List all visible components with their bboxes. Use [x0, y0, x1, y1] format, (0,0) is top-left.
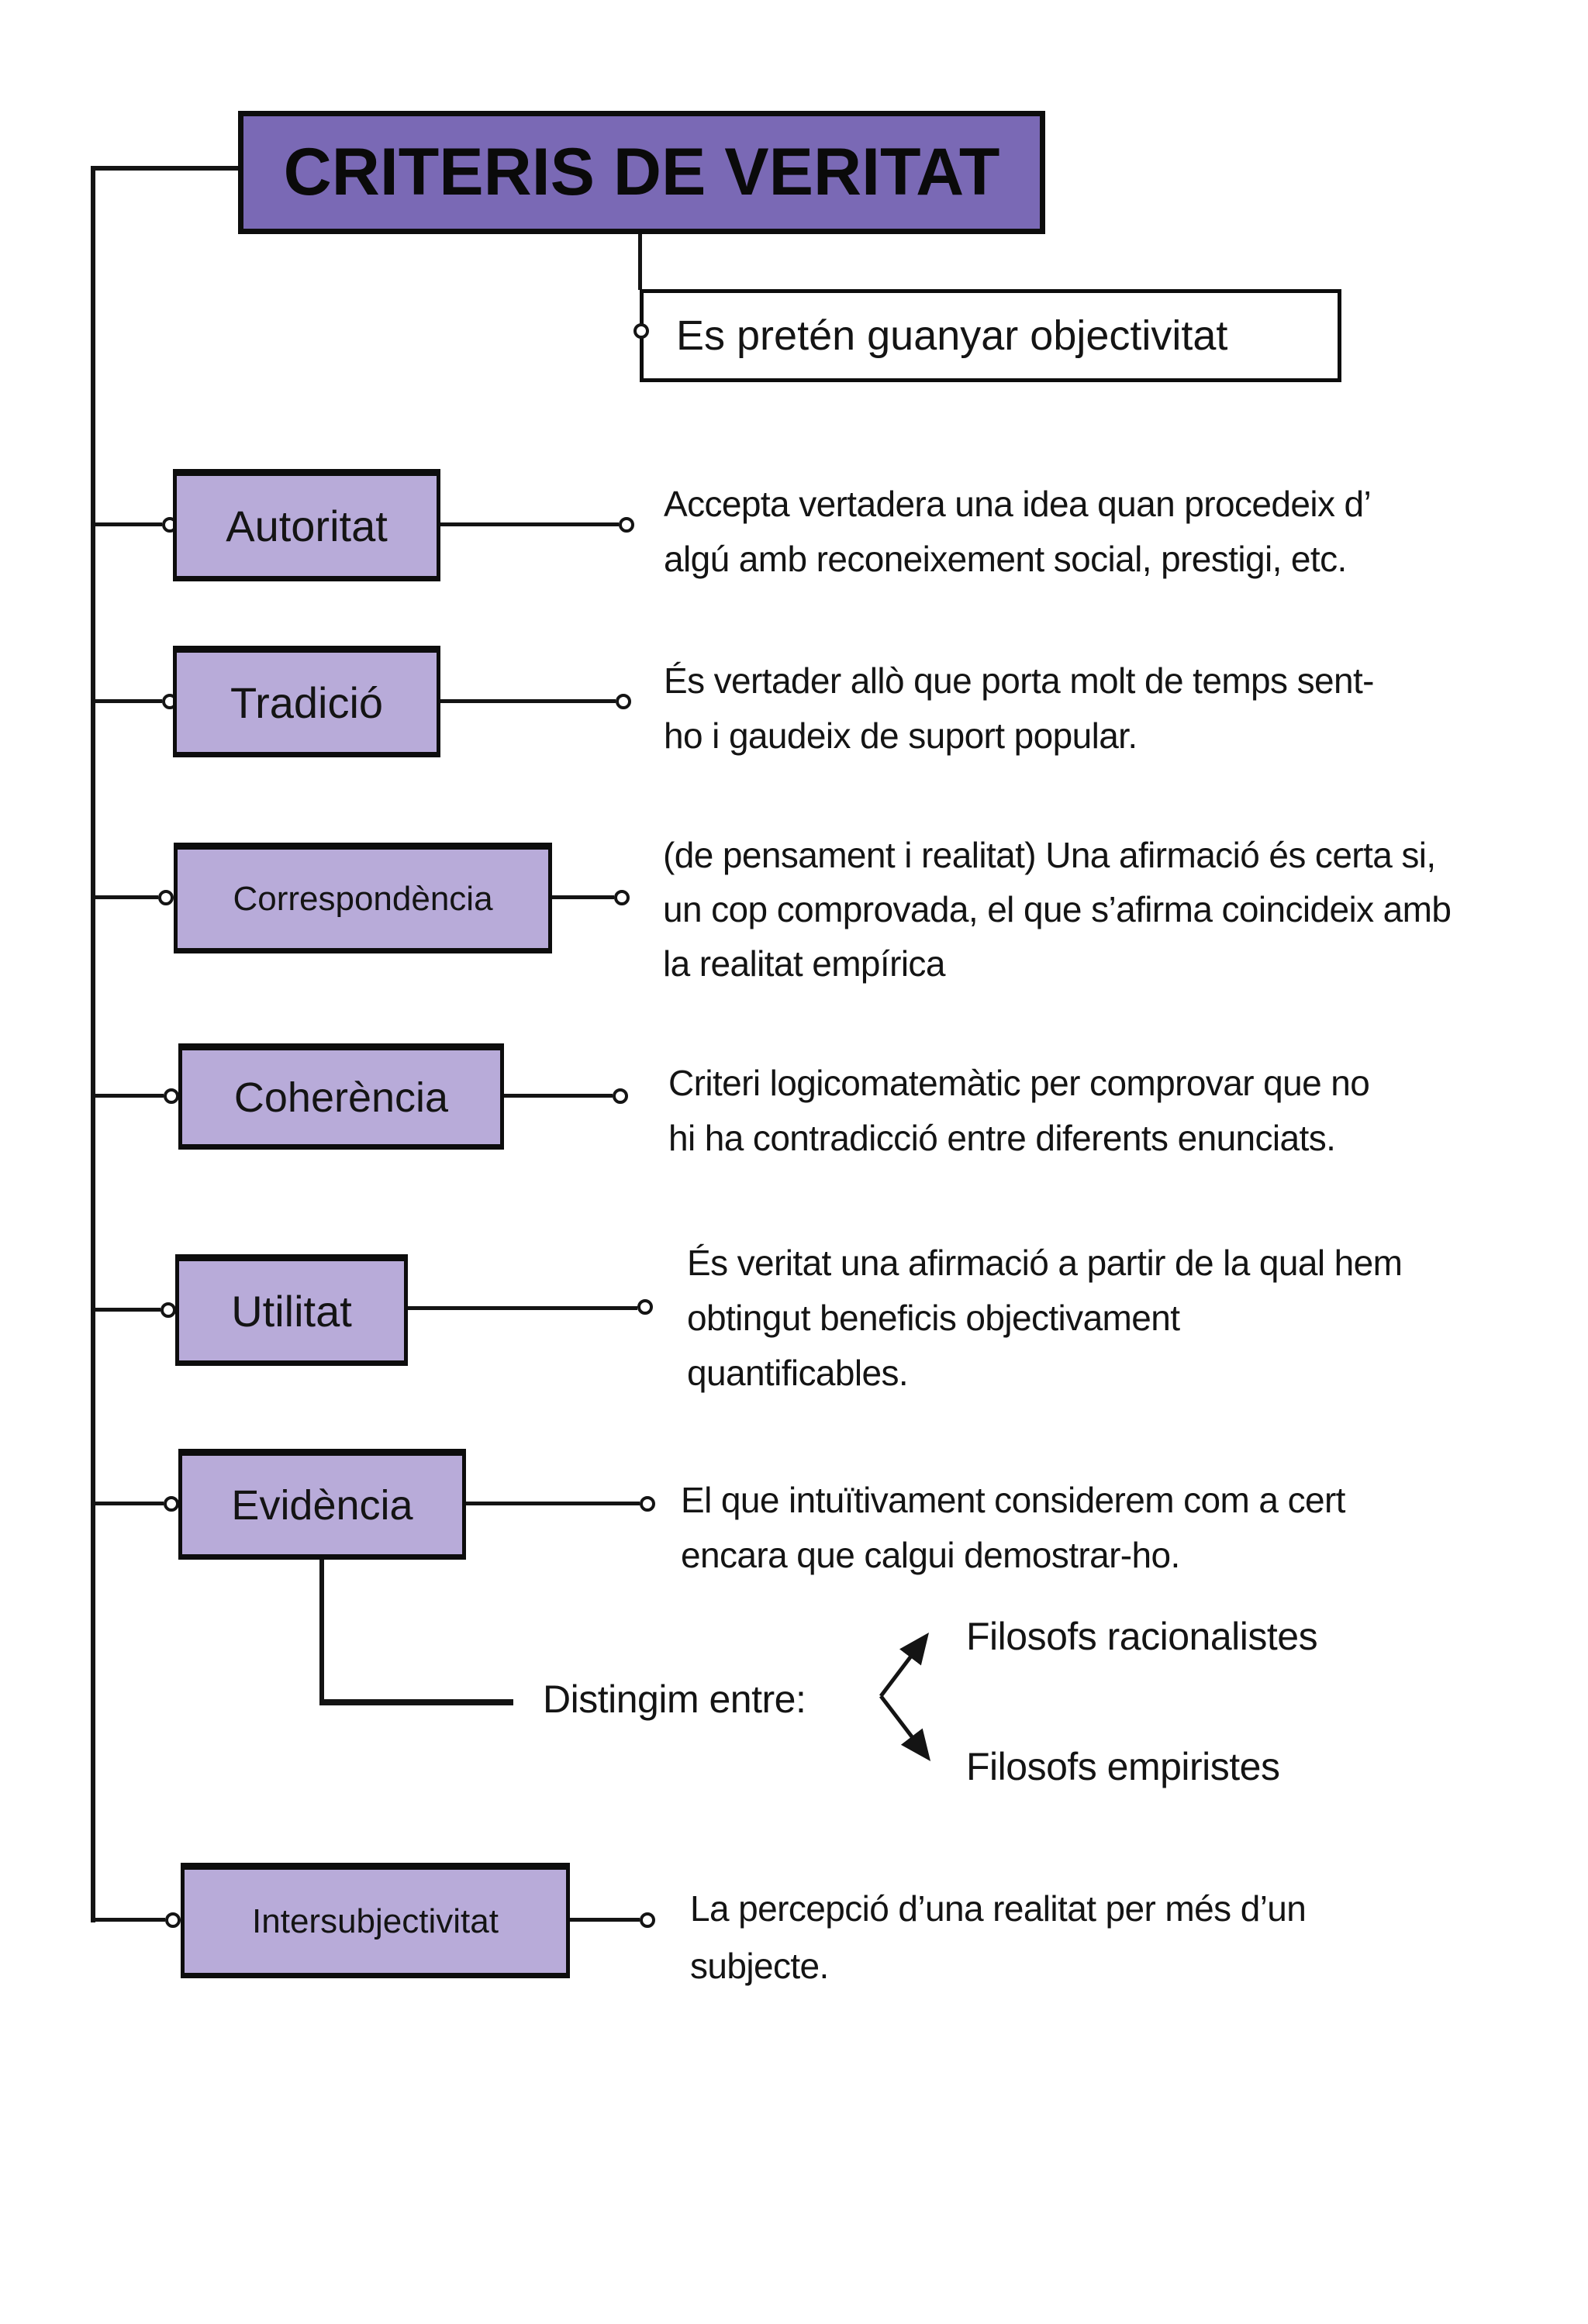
subtitle-connector-dot: [633, 323, 649, 339]
node-description: (de pensament i realitat) Una afirmació …: [663, 835, 1452, 984]
node-utilitat: Utilitat: [175, 1254, 408, 1366]
node-label: Coherència: [233, 1074, 449, 1121]
node-description: Criteri logicomatemàtic per comprovar qu…: [668, 1063, 1370, 1158]
desc-dot: [613, 1088, 628, 1104]
desc-dot: [614, 890, 630, 905]
node-coherencia: Coherència: [178, 1043, 504, 1150]
branch-dot: [161, 1302, 176, 1318]
branch-line: [95, 1918, 165, 1922]
subtitle-box: Es pretén guanyar objectivitat: [640, 289, 1341, 382]
node-tradicio: Tradició: [173, 646, 440, 757]
branch-line: [95, 522, 162, 526]
evidencia-sub-vertical: [319, 1560, 324, 1704]
branch-line: [95, 1502, 164, 1505]
desc-line: [504, 1094, 613, 1098]
node-description: La percepció d’una realitat per més d’un…: [690, 1888, 1307, 1986]
branch-line: [95, 699, 162, 703]
distingim-label: Distingim entre:: [543, 1677, 806, 1721]
desc-dot: [637, 1299, 653, 1315]
node-evidencia: Evidència: [178, 1449, 466, 1560]
node-label: Autoritat: [226, 502, 388, 550]
branch-line: [95, 895, 158, 899]
title-to-subtitle-connector: [638, 234, 642, 290]
spine-top-connector: [91, 166, 240, 171]
node-intersubjectivitat: Intersubjectivitat: [181, 1863, 570, 1978]
branch-line: [95, 1308, 161, 1312]
page-title: CRITERIS DE VERITAT: [283, 135, 1000, 209]
node-label: Tradició: [230, 678, 384, 727]
desc-dot: [640, 1496, 655, 1512]
desc-line: [440, 522, 619, 526]
subtitle-text: Es pretén guanyar objectivitat: [676, 312, 1228, 359]
node-label: Correspondència: [233, 879, 493, 918]
node-description: És veritat una afirmació a partir de la …: [687, 1243, 1403, 1393]
desc-dot: [616, 694, 631, 709]
node-label: Evidència: [231, 1481, 413, 1529]
desc-line: [408, 1306, 637, 1310]
node-autoritat: Autoritat: [173, 469, 440, 581]
title-box: CRITERIS DE VERITAT: [238, 111, 1045, 234]
branch-option-empiristes: Filosofs empiristes: [966, 1745, 1280, 1788]
branch-option-racionalistes: Filosofs racionalistes: [966, 1615, 1318, 1658]
branch-arrows: [879, 1633, 931, 1761]
node-label: Intersubjectivitat: [252, 1902, 499, 1940]
branch-dot: [164, 1088, 179, 1104]
desc-line: [552, 895, 614, 899]
node-description: El que intuïtivament considerem com a ce…: [681, 1480, 1345, 1575]
spine-vertical: [91, 166, 95, 1922]
branch-dot: [164, 1496, 179, 1512]
node-description: És vertader allò que porta molt de temps…: [664, 660, 1374, 756]
branch-dot: [158, 890, 174, 905]
desc-dot: [640, 1912, 655, 1928]
desc-line: [440, 699, 616, 703]
desc-dot: [619, 517, 634, 533]
desc-line: [466, 1502, 640, 1505]
node-description: Accepta vertadera una idea quan procedei…: [664, 484, 1372, 579]
node-correspondencia: Correspondència: [174, 843, 552, 953]
branch-dot: [165, 1912, 181, 1928]
node-label: Utilitat: [231, 1286, 352, 1336]
evidencia-sub-horizontal: [319, 1699, 513, 1705]
branch-line: [95, 1094, 164, 1098]
desc-line: [570, 1918, 640, 1922]
